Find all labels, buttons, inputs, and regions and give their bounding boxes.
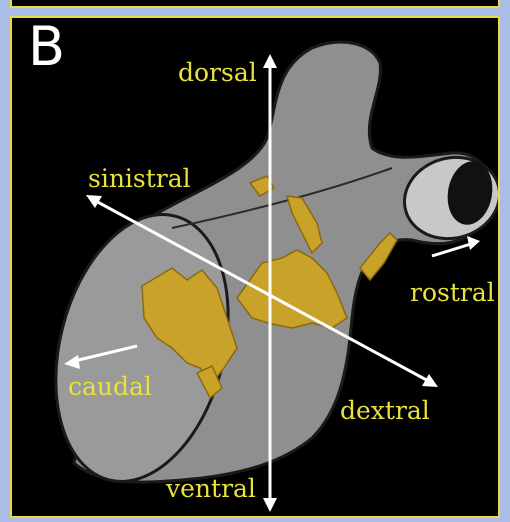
panel-letter: B xyxy=(28,20,65,74)
previous-panel-edge xyxy=(10,0,500,8)
caudal-label: caudal xyxy=(68,374,152,399)
sinistral-label: sinistral xyxy=(88,166,191,191)
figure-panel-b: B dorsal sinistral rostral caudal dextra… xyxy=(10,16,500,518)
head-diagram-svg xyxy=(12,18,498,516)
ventral-label: ventral xyxy=(166,476,256,501)
rostral-label: rostral xyxy=(410,280,495,305)
ventral-arrowhead xyxy=(263,498,277,512)
rostral-arrowhead xyxy=(467,236,480,250)
dorsal-arrowhead xyxy=(263,54,277,68)
dextral-label: dextral xyxy=(340,398,430,423)
dorsal-label: dorsal xyxy=(178,60,257,85)
